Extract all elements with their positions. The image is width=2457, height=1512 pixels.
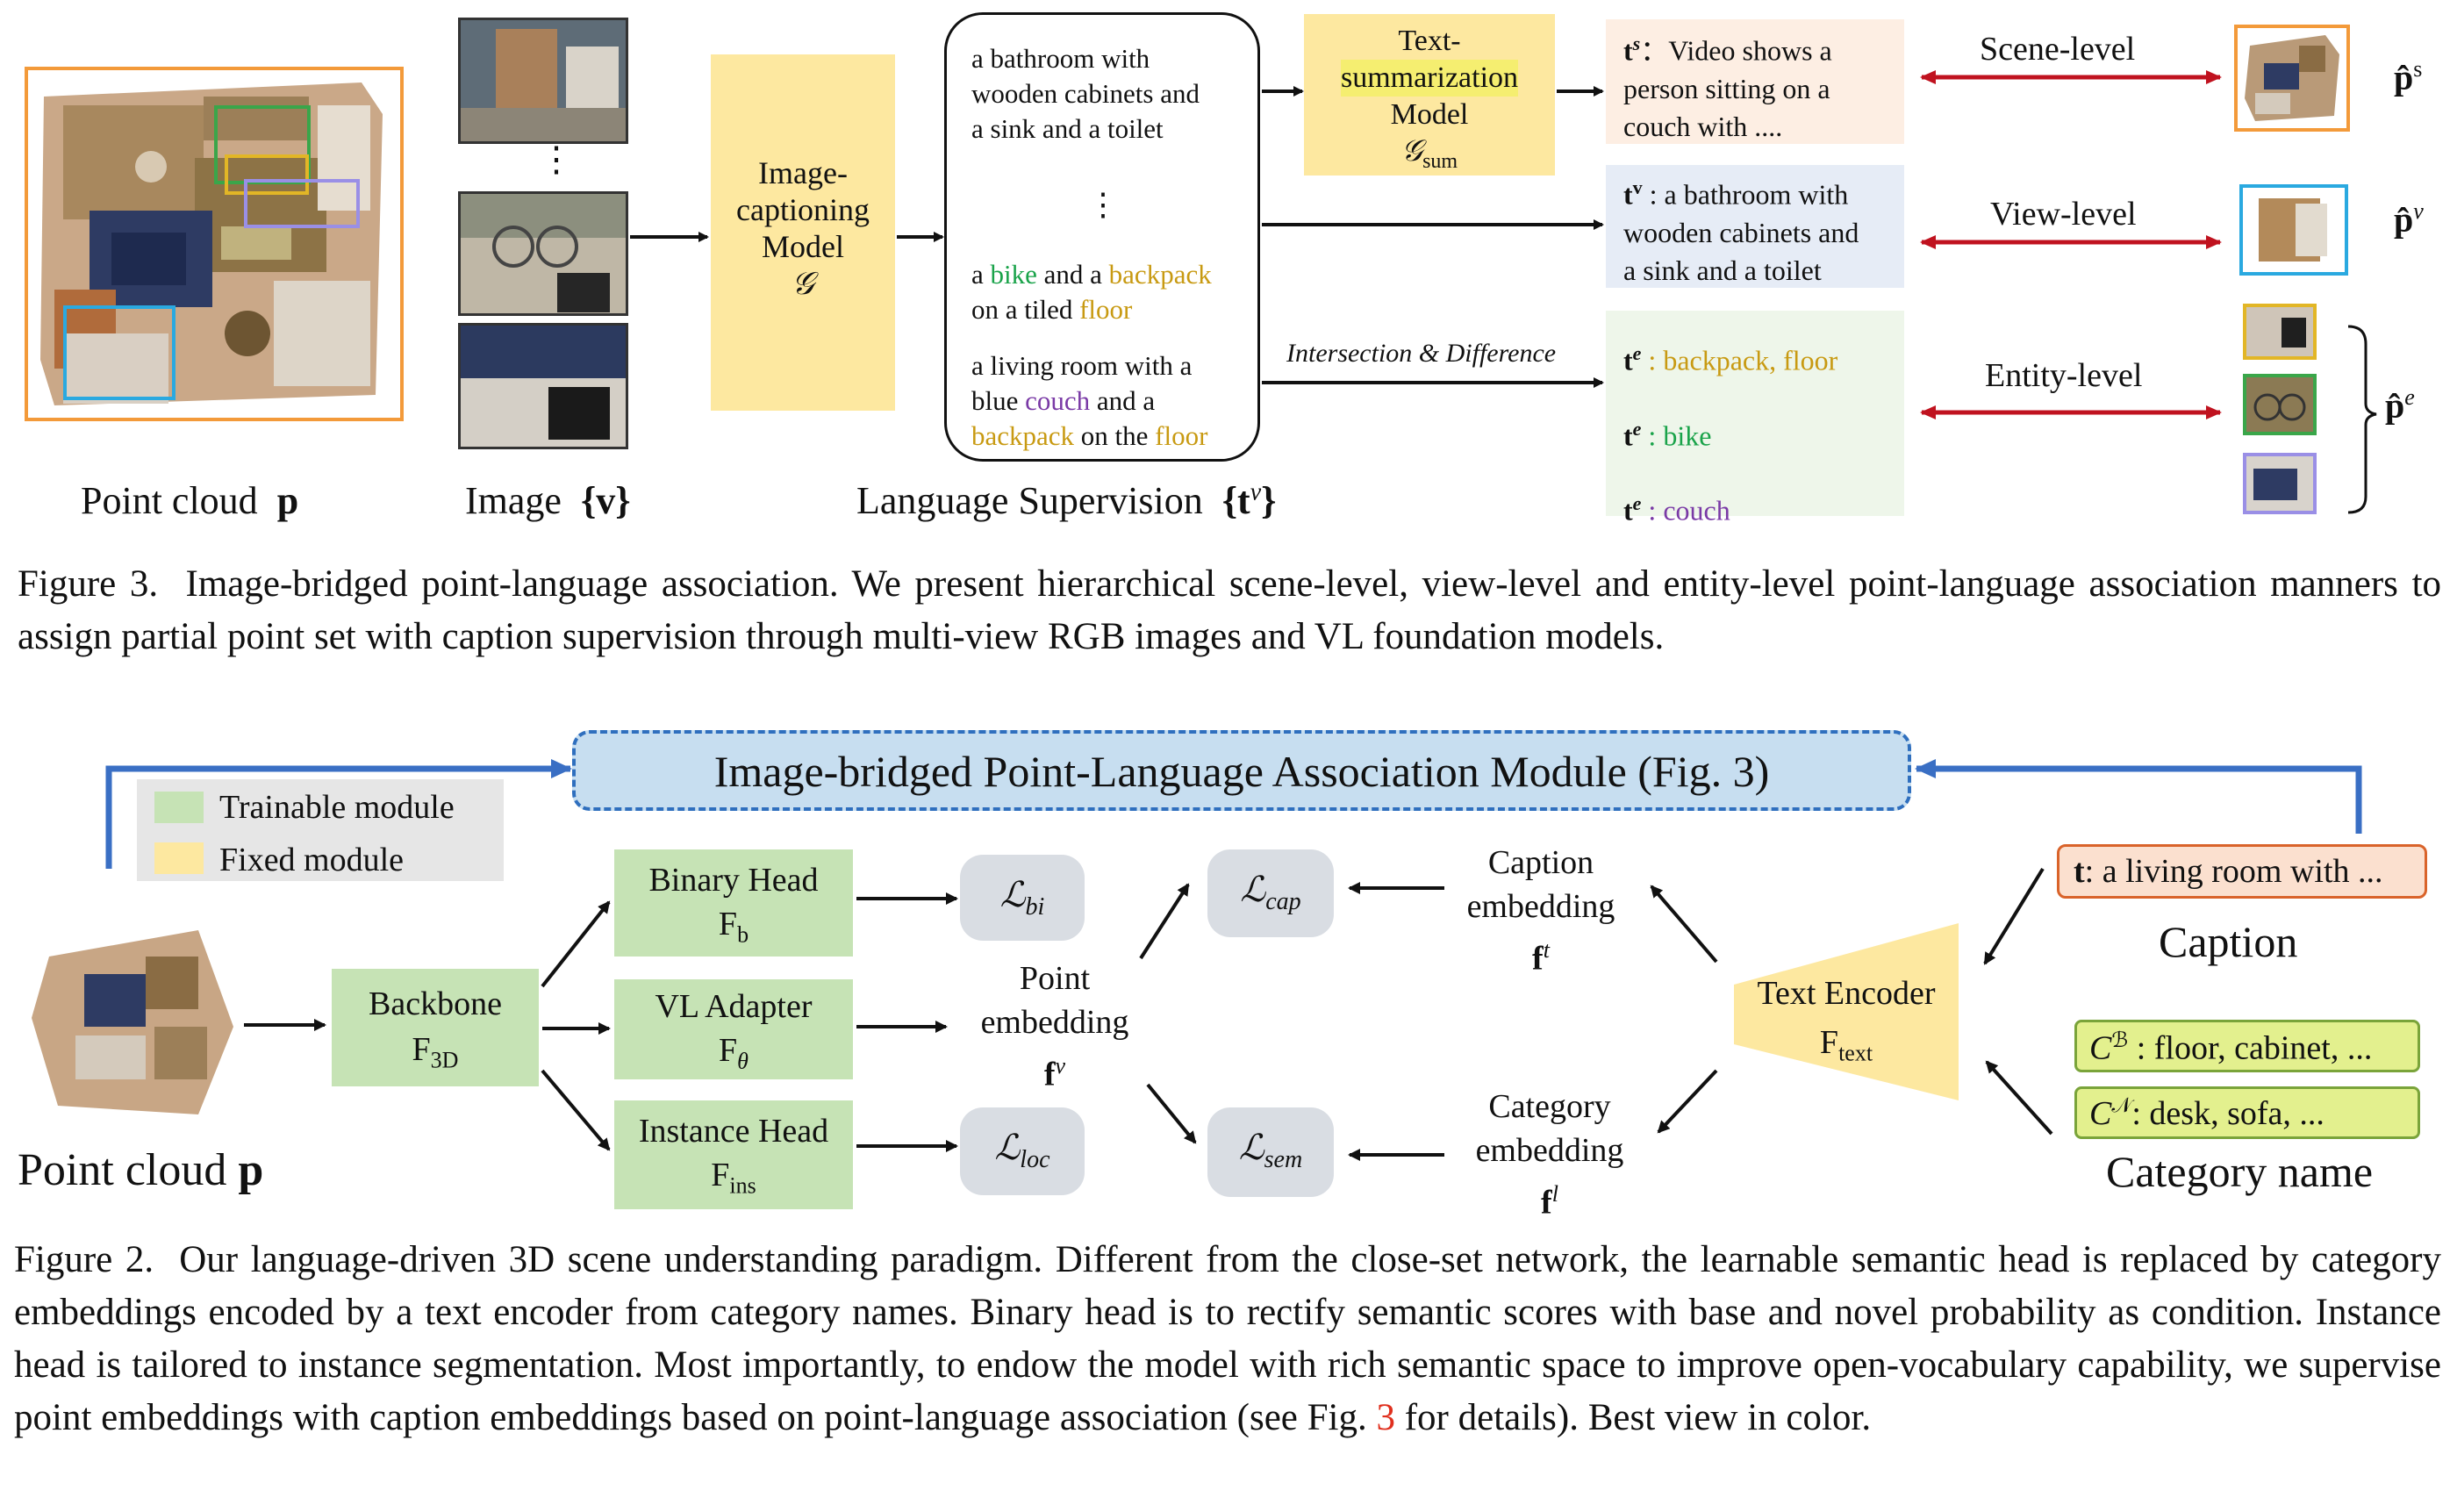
loss-bi: ℒbi [960, 855, 1085, 941]
legend-fixed-label: Fixed module [219, 842, 405, 878]
language-supervision-box: a bathroom with wooden cabinets and a si… [944, 12, 1260, 462]
association-module-banner: Image-bridged Point-Language Association… [572, 730, 1911, 811]
entity-level-label: Entity-level [1985, 357, 2143, 394]
caption-label: Caption [2159, 917, 2298, 966]
image-captioning-model: Image- captioning Model 𝒢 [711, 54, 895, 411]
view-level-label: View-level [1990, 196, 2137, 233]
fig2-point-cloud-label: Point cloud p [18, 1145, 264, 1195]
p-hat-s: p̂s [2394, 56, 2423, 97]
image-label: Image {v} [465, 479, 631, 522]
view-point-crop [2239, 184, 2348, 276]
arrow-backbone-to-binary [541, 900, 611, 988]
entity-bracket [2347, 325, 2377, 514]
image-view-3 [458, 323, 628, 449]
blue-crop-frame [63, 305, 176, 400]
tv-caption-box: tv : a bathroom with wooden cabinets and… [1606, 165, 1904, 288]
point-cloud-label: Point cloud p [81, 479, 299, 522]
arrow-category-to-encoder [1985, 1060, 2053, 1136]
fig3-connectors [630, 70, 2377, 514]
yellow-crop-frame [225, 154, 309, 195]
blue-arrow-pointcloud-to-module [105, 759, 572, 869]
point-embedding-label: Point embedding fv [980, 960, 1129, 1093]
image-stack-dots: ⋮ [539, 140, 574, 179]
entity-crop-backpack [2243, 304, 2317, 360]
p-hat-v: p̂v [2394, 198, 2424, 240]
scene-level-label: Scene-level [1980, 31, 2136, 68]
arrow-encoder-to-category-embedding [1657, 1069, 1718, 1134]
category-base-box: Cℬ : floor, cabinet, ... [2074, 1020, 2420, 1072]
arrow-encoder-to-caption-embedding [1650, 885, 1718, 964]
ts-caption-box: ts：Video shows a person sitting on a cou… [1606, 19, 1904, 144]
legend-fixed-swatch [154, 842, 204, 874]
category-name-label: Category name [2106, 1147, 2374, 1196]
language-supervision-label: Language Supervision {tv} [856, 478, 1277, 522]
purple-crop-frame [244, 179, 360, 228]
binary-head-module: Binary Head Fb [614, 849, 853, 957]
loss-sem: ℒsem [1207, 1107, 1334, 1197]
category-novel-box: C𝒩: desk, sofa, ... [2074, 1086, 2420, 1139]
image-view-1 [458, 18, 628, 144]
caption-input-box: t: a living room with ... [2057, 844, 2427, 899]
point-cloud-frame [25, 67, 404, 421]
arrow-point-embedding-to-lcap [1139, 883, 1190, 960]
entity-crop-couch [2243, 453, 2317, 514]
green-crop-frame [214, 105, 311, 184]
arrow-caption-to-encoder [1983, 867, 2045, 965]
text-summarization-model: Text- summarization Model 𝒢sum [1304, 14, 1555, 176]
vl-adapter-module: VL Adapter Fθ [614, 979, 853, 1079]
p-hat-e: p̂e [2385, 384, 2415, 426]
intersection-difference-label: Intersection & Difference [1286, 339, 1557, 368]
figure-3-caption: Figure 3. Image-bridged point-language a… [18, 563, 2442, 657]
legend: Trainable module Fixed module [137, 779, 504, 881]
figure-2-caption: Figure 2. Our language-driven 3D scene u… [14, 1239, 2441, 1438]
text-encoder-label: Text Encoder Ftext [1757, 975, 1936, 1066]
entity-crop-bike [2243, 374, 2317, 435]
instance-head-module: Instance Head Fins [614, 1100, 853, 1209]
backbone-module: Backbone F3D [332, 969, 539, 1086]
fig2-connectors [105, 759, 2362, 1161]
text-encoder-shape [1734, 923, 1959, 1100]
legend-trainable-swatch [154, 792, 204, 823]
legend-trainable-label: Trainable module [219, 789, 455, 826]
arrow-backbone-to-instance [541, 1069, 611, 1151]
loss-cap: ℒcap [1207, 849, 1334, 937]
scene-point-crop [2234, 25, 2350, 132]
category-embedding-label: Category embedding fl [1475, 1088, 1624, 1222]
te-caption-box: te : backpack, floor te : bike te : couc… [1606, 311, 1904, 527]
arrow-point-embedding-to-lsem [1146, 1083, 1197, 1144]
caption-embedding-label: Caption embedding ft [1466, 844, 1615, 978]
blue-arrow-caption-to-module [1915, 759, 2362, 834]
loss-loc: ℒloc [960, 1107, 1085, 1195]
fig2-point-cloud-image [23, 921, 242, 1123]
image-view-2 [458, 191, 628, 316]
